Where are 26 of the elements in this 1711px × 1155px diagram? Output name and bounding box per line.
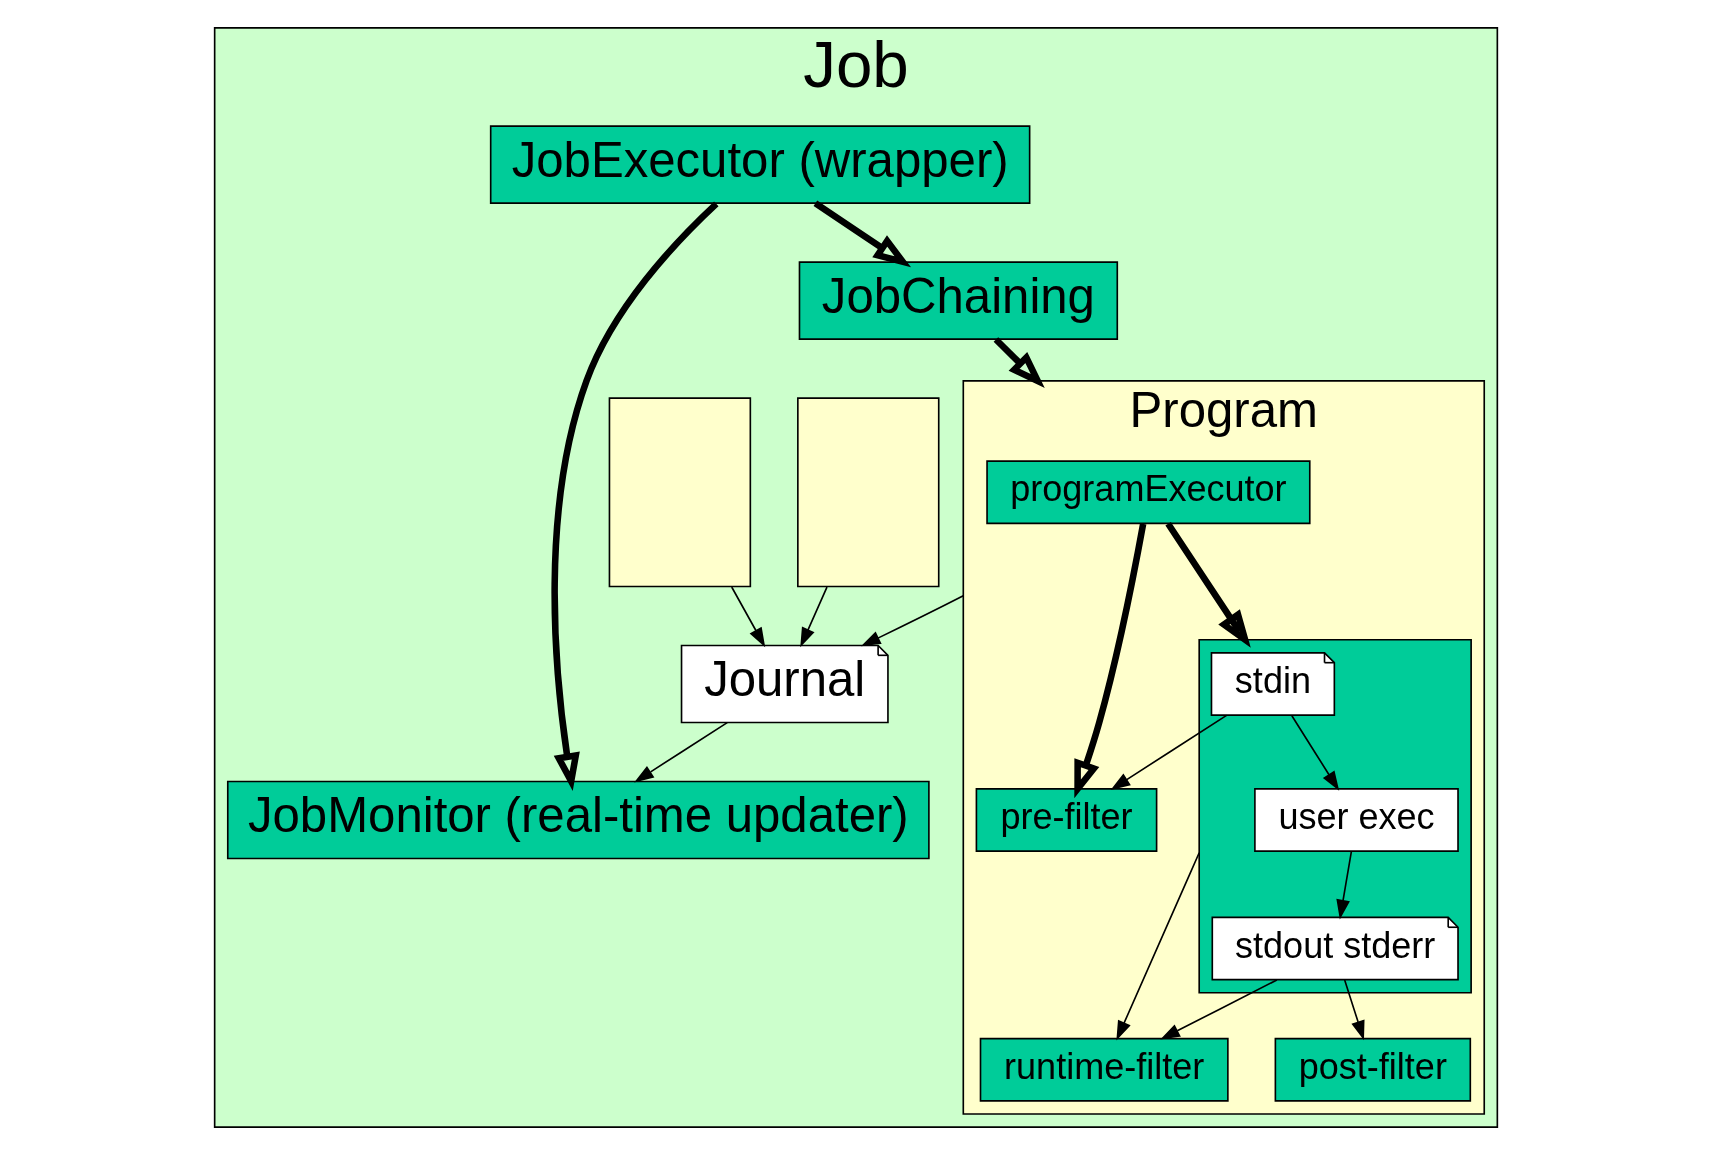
- node-box: runtime-filter: [979, 1037, 1229, 1102]
- arrow: [860, 594, 964, 647]
- node-box: user exec: [1253, 788, 1459, 852]
- node-box: pre-filter: [975, 788, 1157, 852]
- arrow: [633, 721, 728, 783]
- node-box: JobExecutor (wrapper): [489, 125, 1030, 204]
- node-box: JobChaining: [798, 261, 1118, 340]
- arrow: [1290, 714, 1339, 791]
- arrow: [1115, 851, 1200, 1041]
- arrow: [813, 200, 911, 268]
- arrow: [799, 586, 828, 648]
- arrow: [1110, 714, 1227, 790]
- arrow: [550, 201, 719, 791]
- arrow: [1073, 523, 1146, 799]
- node-box: JobMonitor (real-time updater): [226, 780, 930, 860]
- arrow: [730, 586, 765, 648]
- node-box: [796, 397, 940, 588]
- arrow: [1164, 522, 1251, 648]
- cluster: [1197, 638, 1472, 994]
- node-box: post-filter: [1274, 1037, 1471, 1102]
- arrow: [1159, 979, 1278, 1040]
- arrow: [1335, 850, 1352, 920]
- arrow: [1343, 979, 1365, 1041]
- arrow: [993, 337, 1045, 388]
- node-box: programExecutor: [985, 460, 1311, 525]
- node-box: [608, 397, 751, 588]
